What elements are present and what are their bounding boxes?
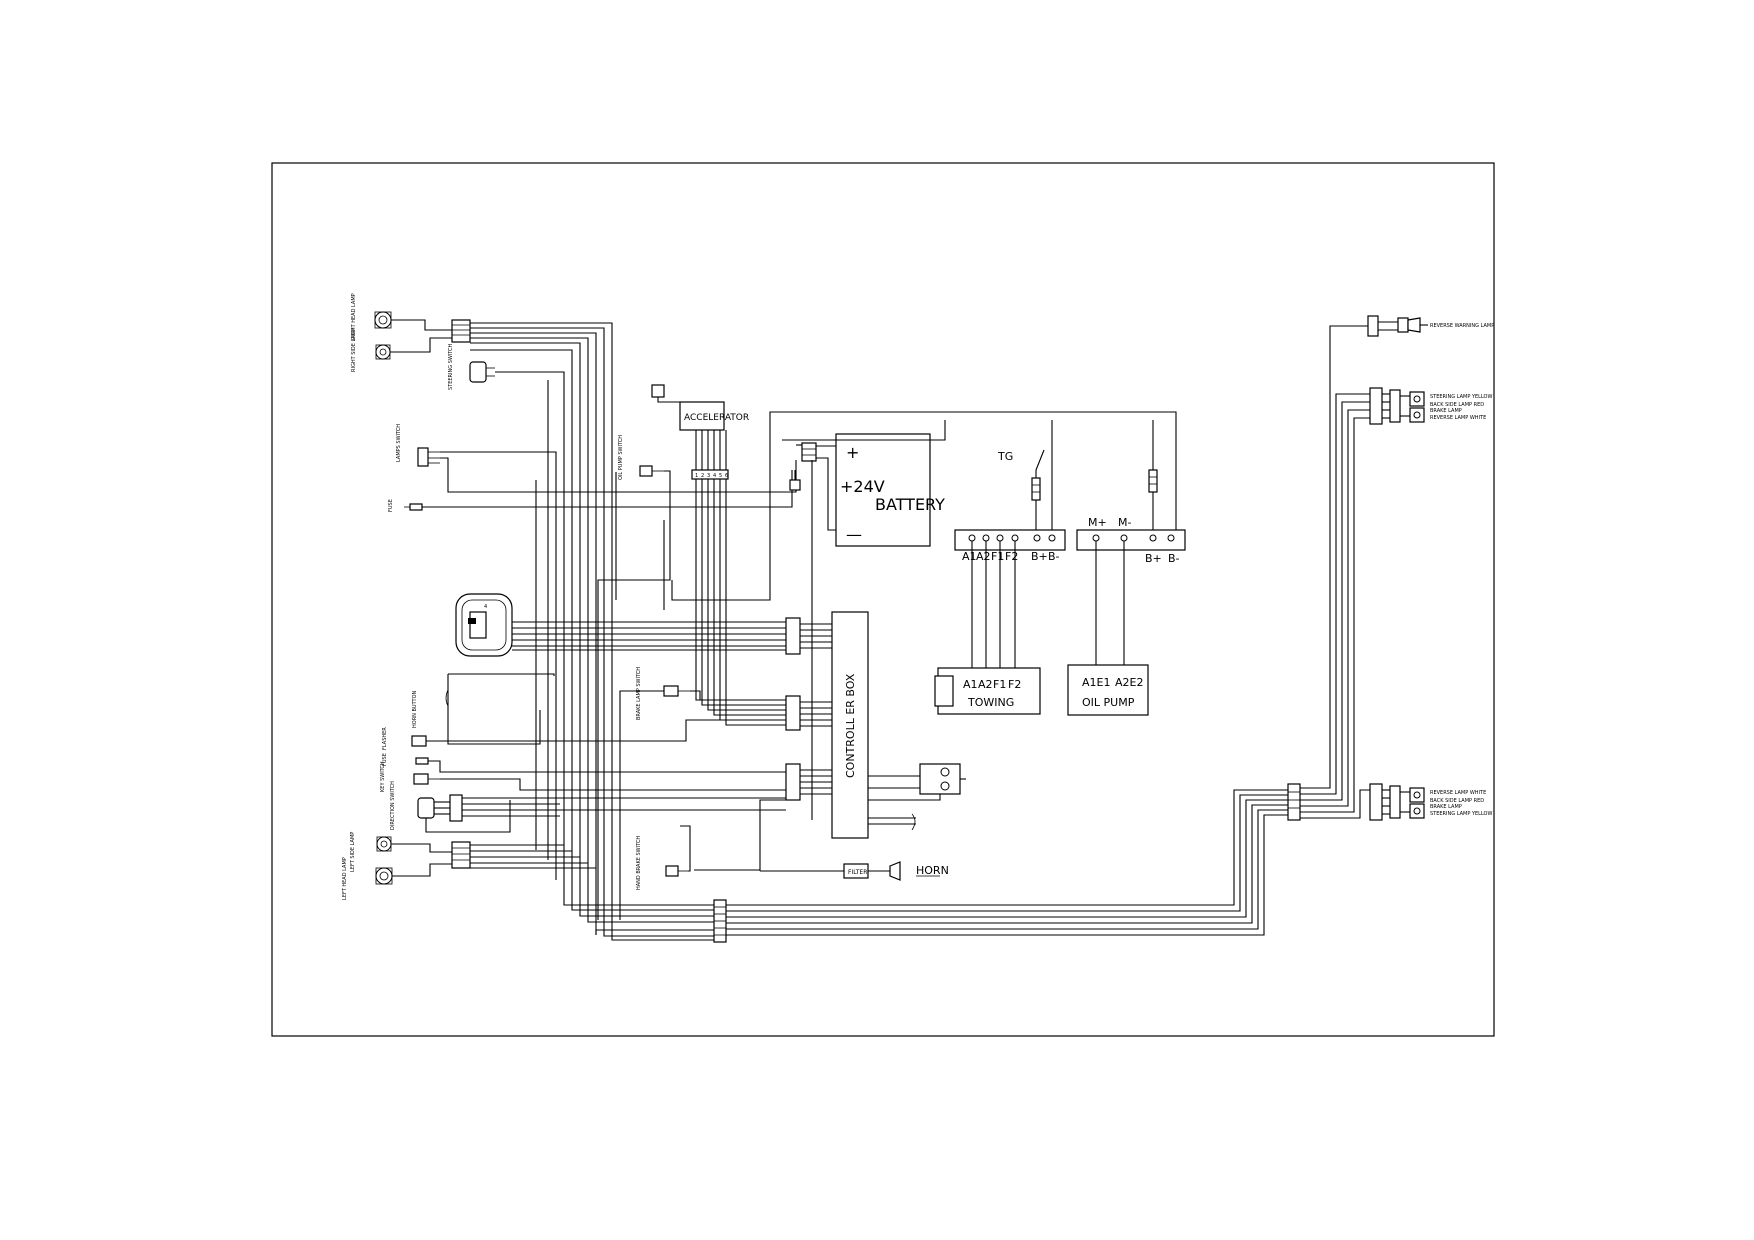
- pump-term-mplus: M+: [1088, 516, 1107, 529]
- left-head-lamp-label: LEFT HEAD LAMP: [342, 857, 348, 900]
- battery-connector: [671, 411, 1177, 820]
- pump-term-bplus: B+: [1145, 552, 1162, 565]
- key-switch-label: KEY SWITCH: [380, 761, 386, 792]
- right-head-lamp: RIGHT HEAD LAMP: [351, 293, 392, 340]
- towing-term-bminus: B-: [1048, 550, 1060, 563]
- towing-motor-f2: F2: [1008, 678, 1021, 691]
- controller-box: CONTROLL ER BOX: [831, 611, 869, 839]
- main-harness-connector: [713, 899, 727, 943]
- flasher: FLASHER: [382, 719, 786, 750]
- controller-connector-1: [785, 617, 832, 655]
- right-head-lamp-label: RIGHT HEAD LAMP: [351, 293, 357, 340]
- lamps-switch-label: LAMPS SWITCH: [396, 424, 402, 462]
- battery-minus: —: [846, 525, 862, 544]
- rear-harness-connector: [1287, 783, 1301, 821]
- rear-right-lamp-cluster: STEERING LAMP YELLOW BACK SIDE LAMP RED …: [1369, 387, 1492, 425]
- reverse-warning-lamp-label: REVERSE WARNING LAMP: [1430, 323, 1494, 329]
- flasher-label: FLASHER: [382, 727, 388, 750]
- towing-term-a1: A1: [962, 550, 977, 563]
- filter-label: FILTER: [848, 869, 867, 876]
- horn-button-label: HORN BUTTON: [412, 690, 418, 728]
- accelerator: ACCELERATOR 1 2 3 4 5 6: [651, 384, 786, 726]
- towing-motor: A1 A2 F1 F2 TOWING: [934, 667, 1041, 715]
- accel-pin-2: 2: [701, 473, 704, 479]
- horn-label: HORN: [916, 864, 949, 877]
- rear-right-back-side-lamp: BACK SIDE LAMP RED: [1430, 402, 1484, 408]
- towing-label: TOWING: [967, 696, 1014, 709]
- hand-brake-switch: HAND BRAKE SWITCH: [636, 825, 691, 890]
- towing-term-f2: F2: [1005, 550, 1018, 563]
- towing-motor-f1: F1: [993, 678, 1006, 691]
- oil-pump-label: OIL PUMP: [1082, 696, 1135, 709]
- towing-term-bplus: B+: [1031, 550, 1048, 563]
- fuse-low: FUSE: [382, 753, 786, 773]
- rear-left-reverse-lamp: REVERSE LAMP WHITE: [1430, 790, 1486, 796]
- front-left-connector: [391, 841, 596, 877]
- front-right-connector: [390, 319, 471, 353]
- controller-box-label: CONTROLL ER BOX: [844, 673, 857, 778]
- towing-term-f1: F1: [991, 550, 1004, 563]
- horn-device: HORN: [889, 861, 949, 881]
- controller-connector-2: [785, 695, 832, 731]
- oil-pump-motor: A1E1 A2E2 OIL PUMP: [1067, 664, 1149, 716]
- tg-label: TG: [997, 450, 1013, 463]
- fuse-low-label: FUSE: [382, 753, 388, 766]
- rear-right-steering-lamp: STEERING LAMP YELLOW: [1430, 394, 1492, 400]
- key-switch: KEY SWITCH: [380, 761, 786, 792]
- battery-voltage: +24V: [840, 477, 885, 496]
- battery-plus: +: [846, 443, 859, 462]
- filter: FILTER: [694, 799, 890, 879]
- drawing-frame: [271, 162, 1495, 1037]
- brake-lamp-switch-label: BRAKE LAMP SWITCH: [636, 667, 642, 720]
- accel-pin-5: 5: [719, 473, 722, 479]
- rear-right-brake-lamp: BRAKE LAMP: [1430, 408, 1462, 414]
- pump-motor-a1e1: A1E1: [1082, 676, 1110, 689]
- pump-term-mminus: M-: [1118, 516, 1131, 529]
- towing-fuse: [1031, 477, 1041, 501]
- display-symbol: 4: [484, 604, 487, 610]
- rear-left-lamp-cluster: REVERSE LAMP WHITE BACK SIDE LAMP RED BR…: [1369, 783, 1492, 821]
- fuse-top-label: FUSE: [388, 499, 394, 512]
- accel-pin-4: 4: [713, 473, 716, 479]
- towing-motor-a2: A2: [978, 678, 993, 691]
- rear-right-reverse-lamp: REVERSE LAMP WHITE: [1430, 415, 1486, 421]
- controller-connector-3: [785, 763, 832, 801]
- instrument-display: 4: [455, 593, 786, 657]
- controller-plug: [919, 763, 966, 795]
- accel-pin-1: 1: [695, 473, 698, 479]
- steering-switch: STEERING SWITCH: [448, 343, 565, 890]
- accel-pin-6: 6: [725, 473, 728, 479]
- towing-motor-a1: A1: [963, 678, 978, 691]
- rear-left-back-side-lamp: BACK SIDE LAMP RED: [1430, 798, 1484, 804]
- direction-switch: DIRECTION SWITCH: [390, 781, 786, 833]
- accel-pin-3: 3: [707, 473, 710, 479]
- battery-label: BATTERY: [875, 495, 945, 514]
- towing-term-a2: A2: [976, 550, 991, 563]
- right-side-lamp: RIGHT SIDE LAMP: [351, 328, 391, 372]
- direction-switch-label: DIRECTION SWITCH: [390, 781, 396, 830]
- left-side-lamp-label: LEFT SIDE LAMP: [350, 832, 356, 872]
- horn-button: HORN BUTTON: [412, 673, 555, 745]
- pump-motor-a2e2: A2E2: [1115, 676, 1143, 689]
- rear-left-brake-lamp: BRAKE LAMP: [1430, 804, 1462, 810]
- left-side-lamp: LEFT SIDE LAMP: [350, 832, 392, 872]
- pump-fuse: [1148, 469, 1158, 493]
- pump-terminal-block: M+ M- B+ B-: [1076, 516, 1186, 565]
- pump-term-bminus: B-: [1168, 552, 1180, 565]
- oil-pump-switch: OIL PUMP SWITCH: [597, 435, 671, 920]
- oil-pump-switch-label: OIL PUMP SWITCH: [618, 435, 624, 480]
- brake-lamp-switch: BRAKE LAMP SWITCH: [619, 667, 786, 920]
- rear-left-steering-lamp: STEERING LAMP YELLOW: [1430, 811, 1492, 817]
- fuse-top: FUSE: [388, 470, 793, 512]
- battery: + +24V BATTERY —: [835, 433, 945, 547]
- right-side-lamp-label: RIGHT SIDE LAMP: [351, 328, 357, 372]
- reverse-warning-lamp: REVERSE WARNING LAMP: [1367, 315, 1494, 337]
- steering-switch-label: STEERING SWITCH: [448, 343, 454, 390]
- hand-brake-switch-label: HAND BRAKE SWITCH: [636, 836, 642, 890]
- accelerator-label: ACCELERATOR: [684, 413, 749, 423]
